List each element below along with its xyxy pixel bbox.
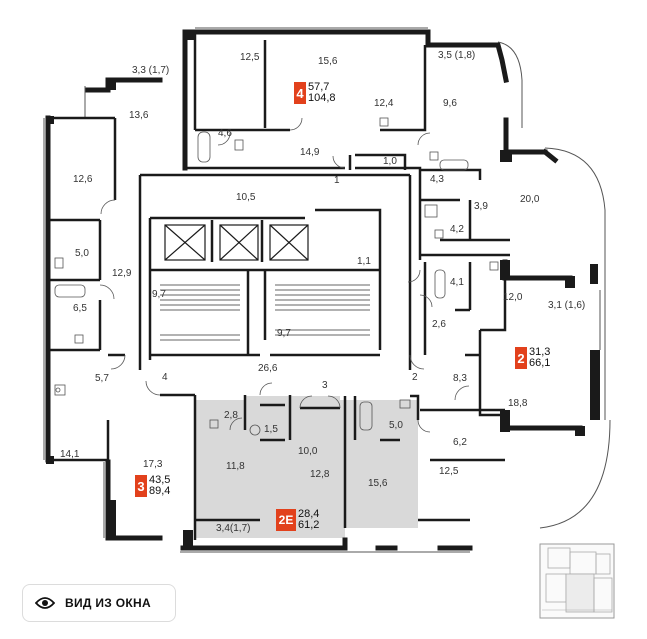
room-label: 12,9 <box>112 268 132 279</box>
view-from-window-button[interactable]: ВИД ИЗ ОКНА <box>22 584 176 622</box>
room-label: 3,5 (1,8) <box>438 50 475 61</box>
room-label: 1,0 <box>383 156 397 167</box>
room-label: 2,8 <box>224 410 238 421</box>
room-label: 4,3 <box>430 174 444 185</box>
room-label: 15,6 <box>318 56 338 67</box>
room-label: 3,3 (1,7) <box>132 65 169 76</box>
room-label: 12,6 <box>73 174 93 185</box>
apartment-number: 3 <box>135 475 147 497</box>
room-label: 14,1 <box>60 449 80 460</box>
room-label: 8,3 <box>453 373 467 384</box>
fixtures <box>54 117 499 436</box>
room-label: 17,3 <box>143 459 163 470</box>
room-label: 12,0 <box>503 292 523 303</box>
room-label: 14,9 <box>300 147 320 158</box>
eye-icon <box>35 597 55 609</box>
room-label: 12,5 <box>439 466 459 477</box>
room-label: 20,0 <box>520 194 540 205</box>
windows <box>43 27 611 553</box>
apartment-badge-3[interactable]: 3 43,5 89,4 <box>135 474 173 497</box>
floor-minimap[interactable] <box>528 540 622 622</box>
room-label: 5,0 <box>75 248 89 259</box>
apartment-badge-4[interactable]: 4 57,7 104,8 <box>294 82 338 104</box>
total-area: 61,2 <box>298 519 320 531</box>
total-area: 89,4 <box>149 485 171 497</box>
room-label: 3,1 (1,6) <box>548 300 585 311</box>
room-label: 9,7 <box>152 289 166 300</box>
apartment-number: 4 <box>294 82 306 104</box>
room-labels: 12,5 15,6 3,5 (1,8) 3,3 (1,7) 13,6 12,4 … <box>60 50 585 534</box>
room-label: 5,0 <box>389 420 403 431</box>
living-area: 28,4 <box>298 508 320 520</box>
room-label: 15,6 <box>368 478 388 489</box>
room-label: 6,2 <box>453 437 467 448</box>
room-label: 4,6 <box>218 128 232 139</box>
stairs <box>160 284 370 341</box>
room-label: 3,4(1,7) <box>216 523 250 534</box>
room-label: 11,8 <box>226 461 245 472</box>
apartment-2e-highlight[interactable] <box>196 396 418 538</box>
apartment-badge-2[interactable]: 2 31,3 66,1 <box>515 346 553 369</box>
view-from-window-label: ВИД ИЗ ОКНА <box>65 596 151 610</box>
room-label: 1,5 <box>264 424 278 435</box>
room-label: 13,6 <box>129 110 149 121</box>
room-label: 12,4 <box>374 98 394 109</box>
room-label: 4,1 <box>450 277 464 288</box>
room-label: 3,9 <box>474 201 488 212</box>
room-label: 5,7 <box>95 373 109 384</box>
total-area: 104,8 <box>308 92 336 104</box>
room-label: 3 <box>322 380 328 391</box>
room-label: 1 <box>334 175 340 186</box>
room-label: 10,5 <box>236 192 256 203</box>
apartment-number: 2 <box>515 347 527 369</box>
doors <box>99 117 470 433</box>
room-label: 18,8 <box>508 398 528 409</box>
room-label: 4 <box>162 372 168 383</box>
living-area: 31,3 <box>529 346 551 358</box>
room-label: 2,6 <box>432 319 446 330</box>
living-area: 43,5 <box>149 474 171 486</box>
room-label: 9,7 <box>277 328 291 339</box>
room-label: 2 <box>412 372 418 383</box>
living-area: 57,7 <box>308 81 330 93</box>
room-label: 26,6 <box>258 363 278 374</box>
room-label: 6,5 <box>73 303 87 314</box>
total-area: 66,1 <box>529 357 551 369</box>
room-label: 1,1 <box>357 256 371 267</box>
interior-walls <box>48 32 510 540</box>
room-label: 12,5 <box>240 52 260 63</box>
room-label: 10,0 <box>298 446 318 457</box>
room-label: 9,6 <box>443 98 457 109</box>
elevator-shafts <box>164 224 309 261</box>
apartment-badge-2e[interactable]: 2E 28,4 61,2 <box>276 509 321 531</box>
room-label: 4,2 <box>450 224 464 235</box>
apartment-number: 2E <box>276 509 296 531</box>
room-label: 12,8 <box>310 469 330 480</box>
thick-walls <box>46 30 600 550</box>
